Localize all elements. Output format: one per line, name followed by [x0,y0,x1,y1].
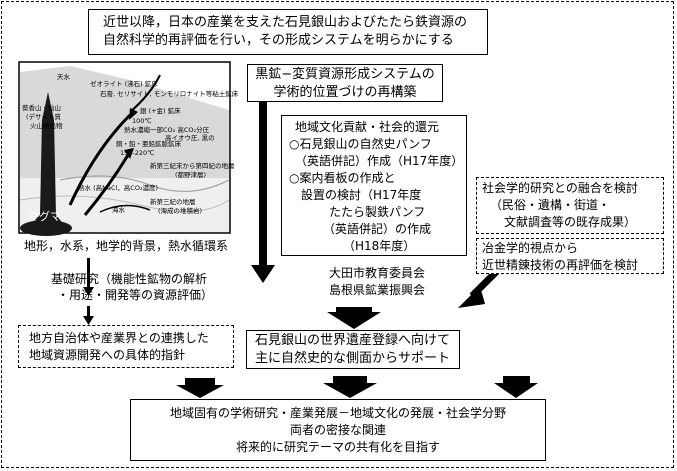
seawater-arrow [99,204,151,213]
chiiki-line-2: ○石見銀山の自然史パンフ [289,137,432,151]
arrow-kiso-chihou [83,306,94,325]
supporter-1: 大田市教育委員会 [329,266,426,280]
label-tenou: 天水 [57,73,70,81]
chiiki-line-1: 地域文化貢献・社会的還元 [295,120,440,134]
yakin-line-2: 近世精錬技術の再評価を検討 [482,258,639,272]
arrow-bottom-center [323,376,377,398]
bottom-line-3: 将来的に研究テーマの共有化を目指す [235,440,440,454]
chiiki-line-3: （英語併記）作成（H17年度） [295,154,464,168]
kokuko-box: 黒鉱−変質資源形成システムの 学術的位置づけの再構築 [247,64,443,102]
kokuko-line-2: 学術的位置づけの再構築 [273,85,417,100]
yakin-line-1: 冶金学的視点から [482,241,579,255]
rain-arrow [129,74,161,113]
shakai-line-3: 文献調査等の既存成果） [504,215,637,229]
label-kasai: 葵香山・仙山 [22,104,61,112]
center-arrow-shaft [259,100,267,267]
chiiki-line-8: （H18年度） [343,239,416,253]
label-tertiary-sub: (海成の堆積岩) [158,207,203,215]
chihou-line-2: 地域資源開発への具体的指針 [29,348,186,362]
bottom-line-2: 両者の密接な関連 [289,423,386,437]
label-dou: 銅・鉛・亜鉛鉱脈鉱床 [116,140,181,148]
kokuko-line-1: 黒鉱−変質資源形成システムの [255,67,435,82]
kiso-text: 基礎研究（機能性鉱物の解析 ・用途・開発等の資源評価） [51,271,213,303]
shakai-line-1: 社会学的研究との融合を検討 [482,181,638,195]
supporters-text: 大田市教育委員会 島根県鉱業振興会 [329,265,425,299]
chiiki-line-5: 設置の検討（H17年度 [301,188,422,202]
shakai-line-2: （民俗・遺構・街道・ [490,198,611,212]
chiiki-line-4: ○案内看板の作成と [289,171,396,185]
arrow-bottom-right [494,376,538,398]
label-temp150: 150-220℃ [120,149,155,157]
sekai-line-2: 主に自然史的な側面からサポート [255,351,451,366]
label-shiseki: 石膏, セリサイト, モンモリロナイト等粘土鉱床 [100,90,239,98]
label-dacite: (デサイト質 [26,113,62,121]
geology-caption: 地形，水系，地学的背景，熱水循環系 [24,239,229,253]
label-tertiary-quat: 新第三紀末から第四紀の地層 [150,162,235,170]
label-hydro: 熱水濃縮一部CO₂ 高CO₂分圧 [124,126,210,134]
label-gin: 銀 (+金) 鉱床 [140,107,181,115]
chiiki-box: 地域文化貢献・社会的還元 ○石見銀山の自然史パンフ （英語併記）作成（H17年度… [281,115,467,256]
arrow-caption-kiso [83,258,94,296]
hydro-arrow-1 [68,113,132,206]
label-zeolite: ゼオライト (沸石) 鉱床 [90,80,158,88]
label-tuff: (都野津層) [175,171,207,179]
label-netsusui: 熱水 (高NaCl，高CO₂濃度) [78,184,159,192]
chiiki-line-7: （英語併記）の作成 [323,222,432,236]
magma-body [22,92,70,232]
hydro-arrow-2 [83,154,130,216]
kiso-line-2: ・用途・開発等の資源評価） [57,288,214,302]
label-temp100: 100℃ [132,117,152,125]
top-line-1: 近世以降，日本の産業を支えた石見銀山およびたたら鉄資源の [103,15,468,30]
arrow-bottom-left [176,378,224,398]
top-objective-box: 近世以降，日本の産業を支えた石見銀山およびたたら鉄資源の 自然科学的再評価を行い… [88,9,488,55]
top-line-2: 自然科学的再評価を行い，その形成システムを明らかにする [103,33,454,48]
label-kokuko: 高イオウ圧, 黒の [165,134,215,142]
bottom-line-1: 地域固有の学術研究・産業発展－地域文化の発展・社会学分野 [169,406,506,420]
yakin-box: 冶金学的視点から 近世精錬技術の再評価を検討 [476,238,664,274]
chiiki-line-6: たたら製鉄パンフ [329,205,426,219]
label-volcanic: 火山噴出物 [30,122,63,130]
label-magma: マグマ [28,210,61,223]
chihou-line-1: 地方自治体や産業界との連携した [29,331,209,345]
label-tertiary: 新第三紀の地層 [150,198,196,206]
arrow-supporters-sekai [327,307,381,329]
bottom-goal-box: 地域固有の学術研究・産業発展－地域文化の発展・社会学分野 両者の密接な関連 将来… [130,399,546,461]
sekai-line-1: 石見銀山の世界遺産登録へ向けて [255,333,451,348]
center-arrow-head [251,265,275,283]
kiso-line-1: 基礎研究（機能性鉱物の解析 [51,272,208,286]
sekai-box: 石見銀山の世界遺産登録へ向けて 主に自然史的な側面からサポート [246,330,460,369]
supporter-2: 島根県鉱業振興会 [329,283,426,297]
shakai-box: 社会学的研究との融合を検討 （民俗・遺構・街道・ 文献調査等の既存成果） [476,177,664,234]
label-kaisui: 海水 [112,206,125,214]
chihou-box: 地方自治体や産業界との連携した 地域資源開発への具体的指針 [18,325,234,368]
